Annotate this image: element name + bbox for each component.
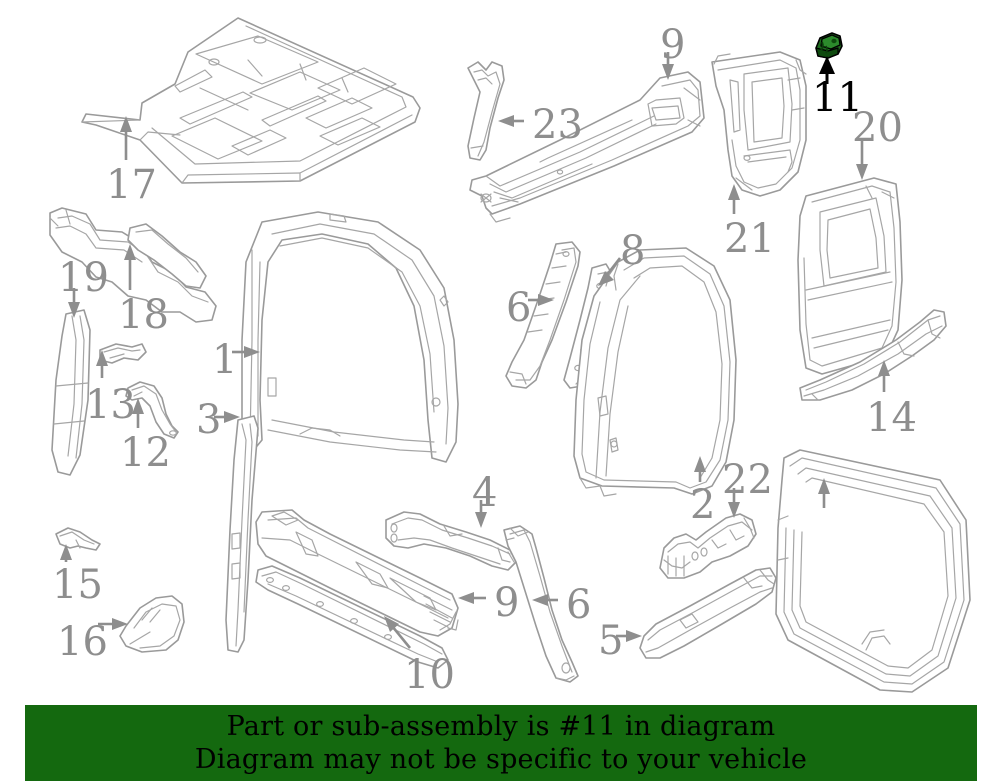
callout-label-16: 16 (57, 619, 108, 665)
part-23-upper-brace (467, 61, 505, 161)
part-19-rocker-inner-rail (51, 309, 91, 476)
part-10-rocker-outer-panel (255, 509, 459, 637)
callout-label-18: 18 (118, 292, 169, 338)
part-22-rear-sill-reinforcement (659, 513, 757, 579)
callout-label-9: 9 (660, 22, 686, 68)
callout-label-23: 23 (532, 102, 583, 148)
callout-label-14: 14 (866, 395, 917, 441)
part-13-small-bracket (99, 343, 147, 364)
callout-label-19: 19 (58, 255, 109, 301)
part-21-rear-body-panel (711, 51, 807, 197)
part-5-rocker-sill-inner (639, 567, 777, 659)
callout-label-12: 12 (120, 430, 171, 476)
callout-label-5: 5 (598, 618, 624, 664)
part-12-hinge-bracket (125, 381, 179, 439)
part-number-banner: Part or sub-assembly is #11 in diagram D… (25, 705, 977, 781)
callout-label-10: 10 (404, 652, 455, 698)
part-22-door-weatherstrip-seal (775, 449, 971, 693)
callout-label-9-lower: 9 (494, 580, 520, 626)
part-20-rear-door-outer-panel (797, 177, 903, 375)
part-9-roof-side-rail (469, 71, 705, 223)
part-15-clip-bracket (55, 527, 101, 551)
callout-label-21: 21 (724, 216, 775, 262)
banner-line-1: Part or sub-assembly is #11 in diagram (226, 711, 776, 742)
callout-arrows (60, 52, 890, 649)
part-4-cross-member (385, 511, 517, 571)
callout-label-22: 22 (722, 457, 773, 503)
part-18-rail-tail (127, 223, 207, 289)
callout-label-6-upper: 6 (506, 285, 532, 331)
part-17-floor-pan (81, 17, 421, 184)
callout-label-17: 17 (106, 162, 157, 208)
part-11-striker-bracket-highlighted (815, 32, 843, 59)
part-2-rear-door-opening-frame (573, 247, 737, 497)
part-1-door-opening-frame (241, 211, 459, 463)
banner-line-2: Diagram may not be specific to your vehi… (194, 744, 808, 775)
part-6-diagonal-strut (503, 525, 579, 683)
part-16-wheelhouse-filler (119, 595, 185, 653)
callout-label-8: 8 (620, 228, 646, 274)
callout-label-1: 1 (212, 337, 238, 383)
callout-label-20: 20 (852, 105, 903, 151)
part-3-a-pillar-reinforcement (225, 415, 259, 653)
part-10-rocker-lower-rail (255, 565, 449, 669)
callout-label-11-highlighted: 11 (812, 75, 863, 121)
callout-label-15: 15 (52, 562, 103, 608)
part-14-rocker-molding (799, 309, 947, 401)
callout-label-3: 3 (196, 397, 222, 443)
callout-label-4: 4 (472, 470, 498, 516)
callout-label-6-lower: 6 (566, 582, 592, 628)
callout-label-13: 13 (85, 382, 136, 428)
callout-label-2: 2 (690, 482, 716, 528)
